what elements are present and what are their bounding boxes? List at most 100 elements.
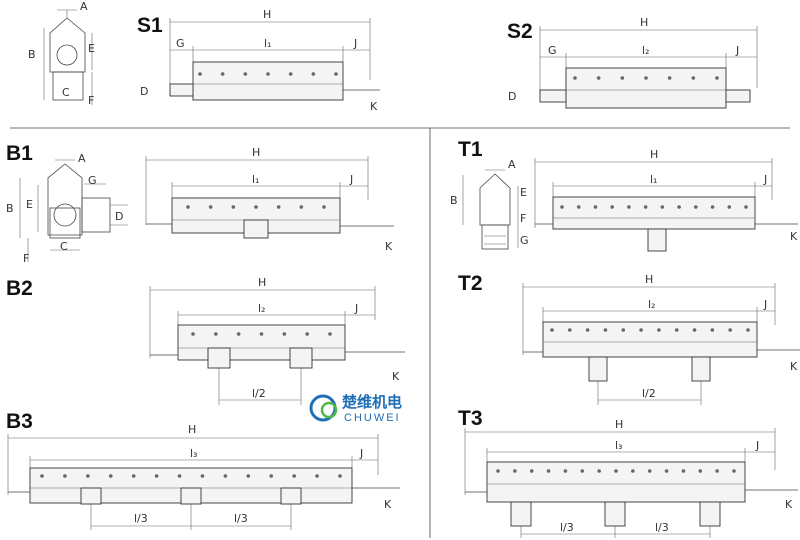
emitter-dot [154, 474, 159, 478]
emitter-dot [322, 205, 326, 209]
variant-b1: B1 H l₁ J K [6, 142, 394, 253]
emitter-dot [664, 469, 669, 473]
emitter-dot [288, 72, 293, 76]
emitter-dot [560, 205, 564, 209]
emitter-row [496, 469, 736, 473]
bottom-outlet [207, 347, 231, 369]
emitter-dot [243, 72, 248, 76]
dim-h: H [640, 16, 648, 29]
dim-k: K [385, 240, 393, 253]
emitter-dot [643, 205, 648, 209]
emitter-dot [550, 328, 554, 332]
emitter-dot [563, 469, 568, 473]
dim-j: J [763, 298, 767, 311]
dim-b: B [28, 48, 36, 61]
emitter-dot [585, 328, 590, 332]
emitter-dot [667, 76, 672, 80]
emitter-dot [568, 328, 572, 332]
dim-j: J [359, 447, 363, 460]
dim-d: D [115, 210, 123, 223]
section-view-b: A B C D E F G [6, 152, 128, 265]
emitter-dot [647, 469, 652, 473]
section-view-t: A B E F G [450, 158, 529, 250]
emitter-dot [746, 328, 750, 332]
emitter-dot [715, 469, 719, 473]
variant-s2: S2 H G l₂ J D [507, 16, 758, 109]
electrode-bar [486, 461, 746, 503]
dim-a: A [80, 0, 88, 13]
emitter-dot [299, 205, 304, 209]
emitter-dot [266, 72, 270, 76]
dim-half: l/2 [642, 387, 656, 400]
emitter-dot [576, 205, 581, 209]
emitter-dot [546, 469, 551, 473]
variant-title-t3: T3 [458, 407, 483, 430]
bottom-outlet [280, 487, 302, 505]
variant-t3: T3 H l₃ J l/3 l/3 K [458, 407, 798, 538]
dim-l: l₂ [642, 44, 649, 57]
emitter-dot [108, 474, 113, 478]
dim-b: B [450, 194, 458, 207]
emitter-dot [644, 76, 648, 80]
electrode-bar [552, 196, 756, 230]
emitter-dot [610, 205, 614, 209]
dim-e: E [26, 198, 33, 211]
emitter-dot [311, 72, 316, 76]
dim-f: F [88, 94, 94, 107]
emitter-dot [328, 332, 332, 336]
dim-h: H [650, 148, 658, 161]
emitter-dot [681, 469, 686, 473]
emitter-dot [305, 332, 309, 336]
dim-k: K [790, 360, 798, 373]
emitter-row [560, 205, 748, 209]
emitter-dot [259, 332, 264, 336]
emitter-dot [593, 205, 598, 209]
emitter-dot [660, 205, 665, 209]
bottom-outlet [588, 356, 608, 382]
variant-title-t2: T2 [458, 272, 483, 295]
emitter-dot [223, 474, 228, 478]
emitter-dot [246, 474, 251, 478]
chuwei-logo: 楚维机电 CHUWEI [309, 393, 402, 424]
emitter-dot [191, 332, 195, 336]
variant-title-b2: B2 [6, 277, 33, 300]
emitter-dot [603, 328, 608, 332]
emitter-dot [236, 332, 241, 336]
dim-k: K [790, 230, 798, 243]
emitter-dot [200, 474, 205, 478]
emitter-dot [732, 469, 736, 473]
emitter-dot [674, 328, 679, 332]
emitter-dot [282, 332, 287, 336]
bottom-outlet [80, 487, 102, 505]
dim-b: B [6, 202, 14, 215]
dim-d: D [508, 90, 516, 103]
dim-a: A [78, 152, 86, 165]
emitter-row [198, 72, 338, 76]
dim-third-a: l/3 [560, 521, 574, 534]
bottom-outlet [289, 347, 313, 369]
emitter-dot [254, 205, 258, 209]
dim-k: K [785, 498, 793, 511]
emitter-dot [529, 469, 534, 473]
bottom-outlet [647, 228, 667, 252]
emitter-dot [694, 205, 698, 209]
dim-c: C [62, 86, 70, 99]
variant-t2: T2 H l₂ J l/2 K [458, 272, 800, 405]
dim-j: J [763, 173, 767, 186]
dim-j: J [354, 302, 358, 315]
dim-k: K [384, 498, 392, 511]
variant-s1: S1 H G l₁ J D K [137, 8, 380, 113]
emitter-row [550, 328, 750, 332]
dim-j: J [349, 173, 353, 186]
variant-b3: B3 H l₃ J l/3 l/3 K [6, 410, 400, 530]
emitter-dot [338, 474, 342, 478]
emitter-dot [698, 469, 703, 473]
emitter-dot [334, 72, 338, 76]
emitter-dot [691, 76, 696, 80]
dim-e: E [88, 42, 95, 55]
emitter-dot [214, 332, 218, 336]
emitter-dot [692, 328, 697, 332]
emitter-dot [621, 328, 626, 332]
emitter-row [40, 474, 342, 478]
bottom-outlet [510, 501, 532, 527]
